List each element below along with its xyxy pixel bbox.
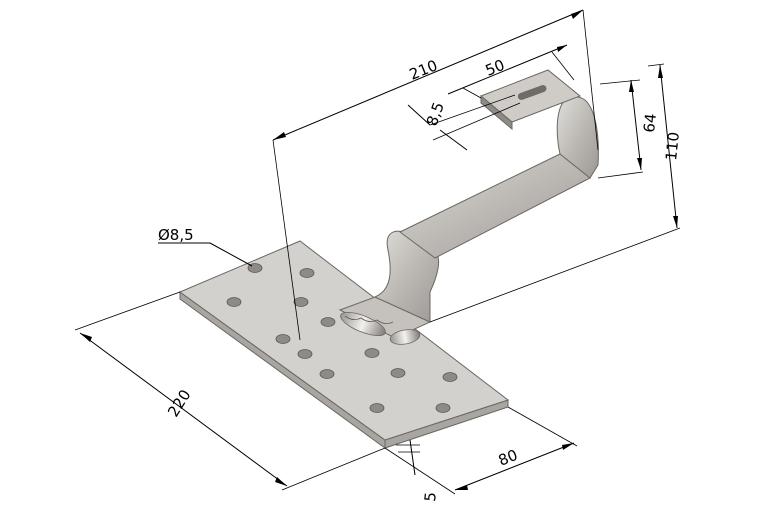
dim-overall-length: 210 bbox=[407, 56, 440, 83]
hole bbox=[364, 348, 380, 358]
weld-seam bbox=[340, 311, 421, 345]
base-plate bbox=[178, 240, 510, 449]
dim-plate-width: 80 bbox=[496, 446, 520, 470]
hook-upper-arm bbox=[399, 153, 591, 259]
dim-slot-width: 8,5 bbox=[423, 100, 448, 129]
hole bbox=[297, 349, 313, 359]
hook-arm bbox=[338, 69, 599, 345]
hole bbox=[442, 372, 458, 382]
dim-hook-height-total: 110 bbox=[662, 131, 683, 161]
dim-hook-width: 50 bbox=[483, 56, 507, 80]
dim-hook-height-inner: 64 bbox=[640, 113, 660, 134]
hole bbox=[226, 297, 242, 307]
dim-hole-diameter: Ø8,5 bbox=[158, 226, 194, 244]
hole bbox=[293, 297, 309, 307]
hook-slot bbox=[517, 85, 547, 100]
hole bbox=[319, 369, 335, 379]
plate-top-face bbox=[178, 240, 510, 441]
hole bbox=[275, 334, 291, 344]
hole bbox=[435, 403, 451, 413]
dim-plate-length: 220 bbox=[164, 386, 194, 420]
hole bbox=[299, 268, 315, 278]
plate-holes bbox=[226, 263, 458, 413]
hole bbox=[390, 368, 406, 378]
dimension-labels: 210 50 8,5 64 110 Ø8,5 220 80 5 bbox=[158, 56, 683, 502]
hole bbox=[320, 317, 336, 327]
hole bbox=[369, 403, 385, 413]
dim-plate-thickness: 5 bbox=[421, 491, 440, 502]
hook-crank bbox=[373, 230, 440, 323]
dimension-lines bbox=[74, 9, 681, 495]
